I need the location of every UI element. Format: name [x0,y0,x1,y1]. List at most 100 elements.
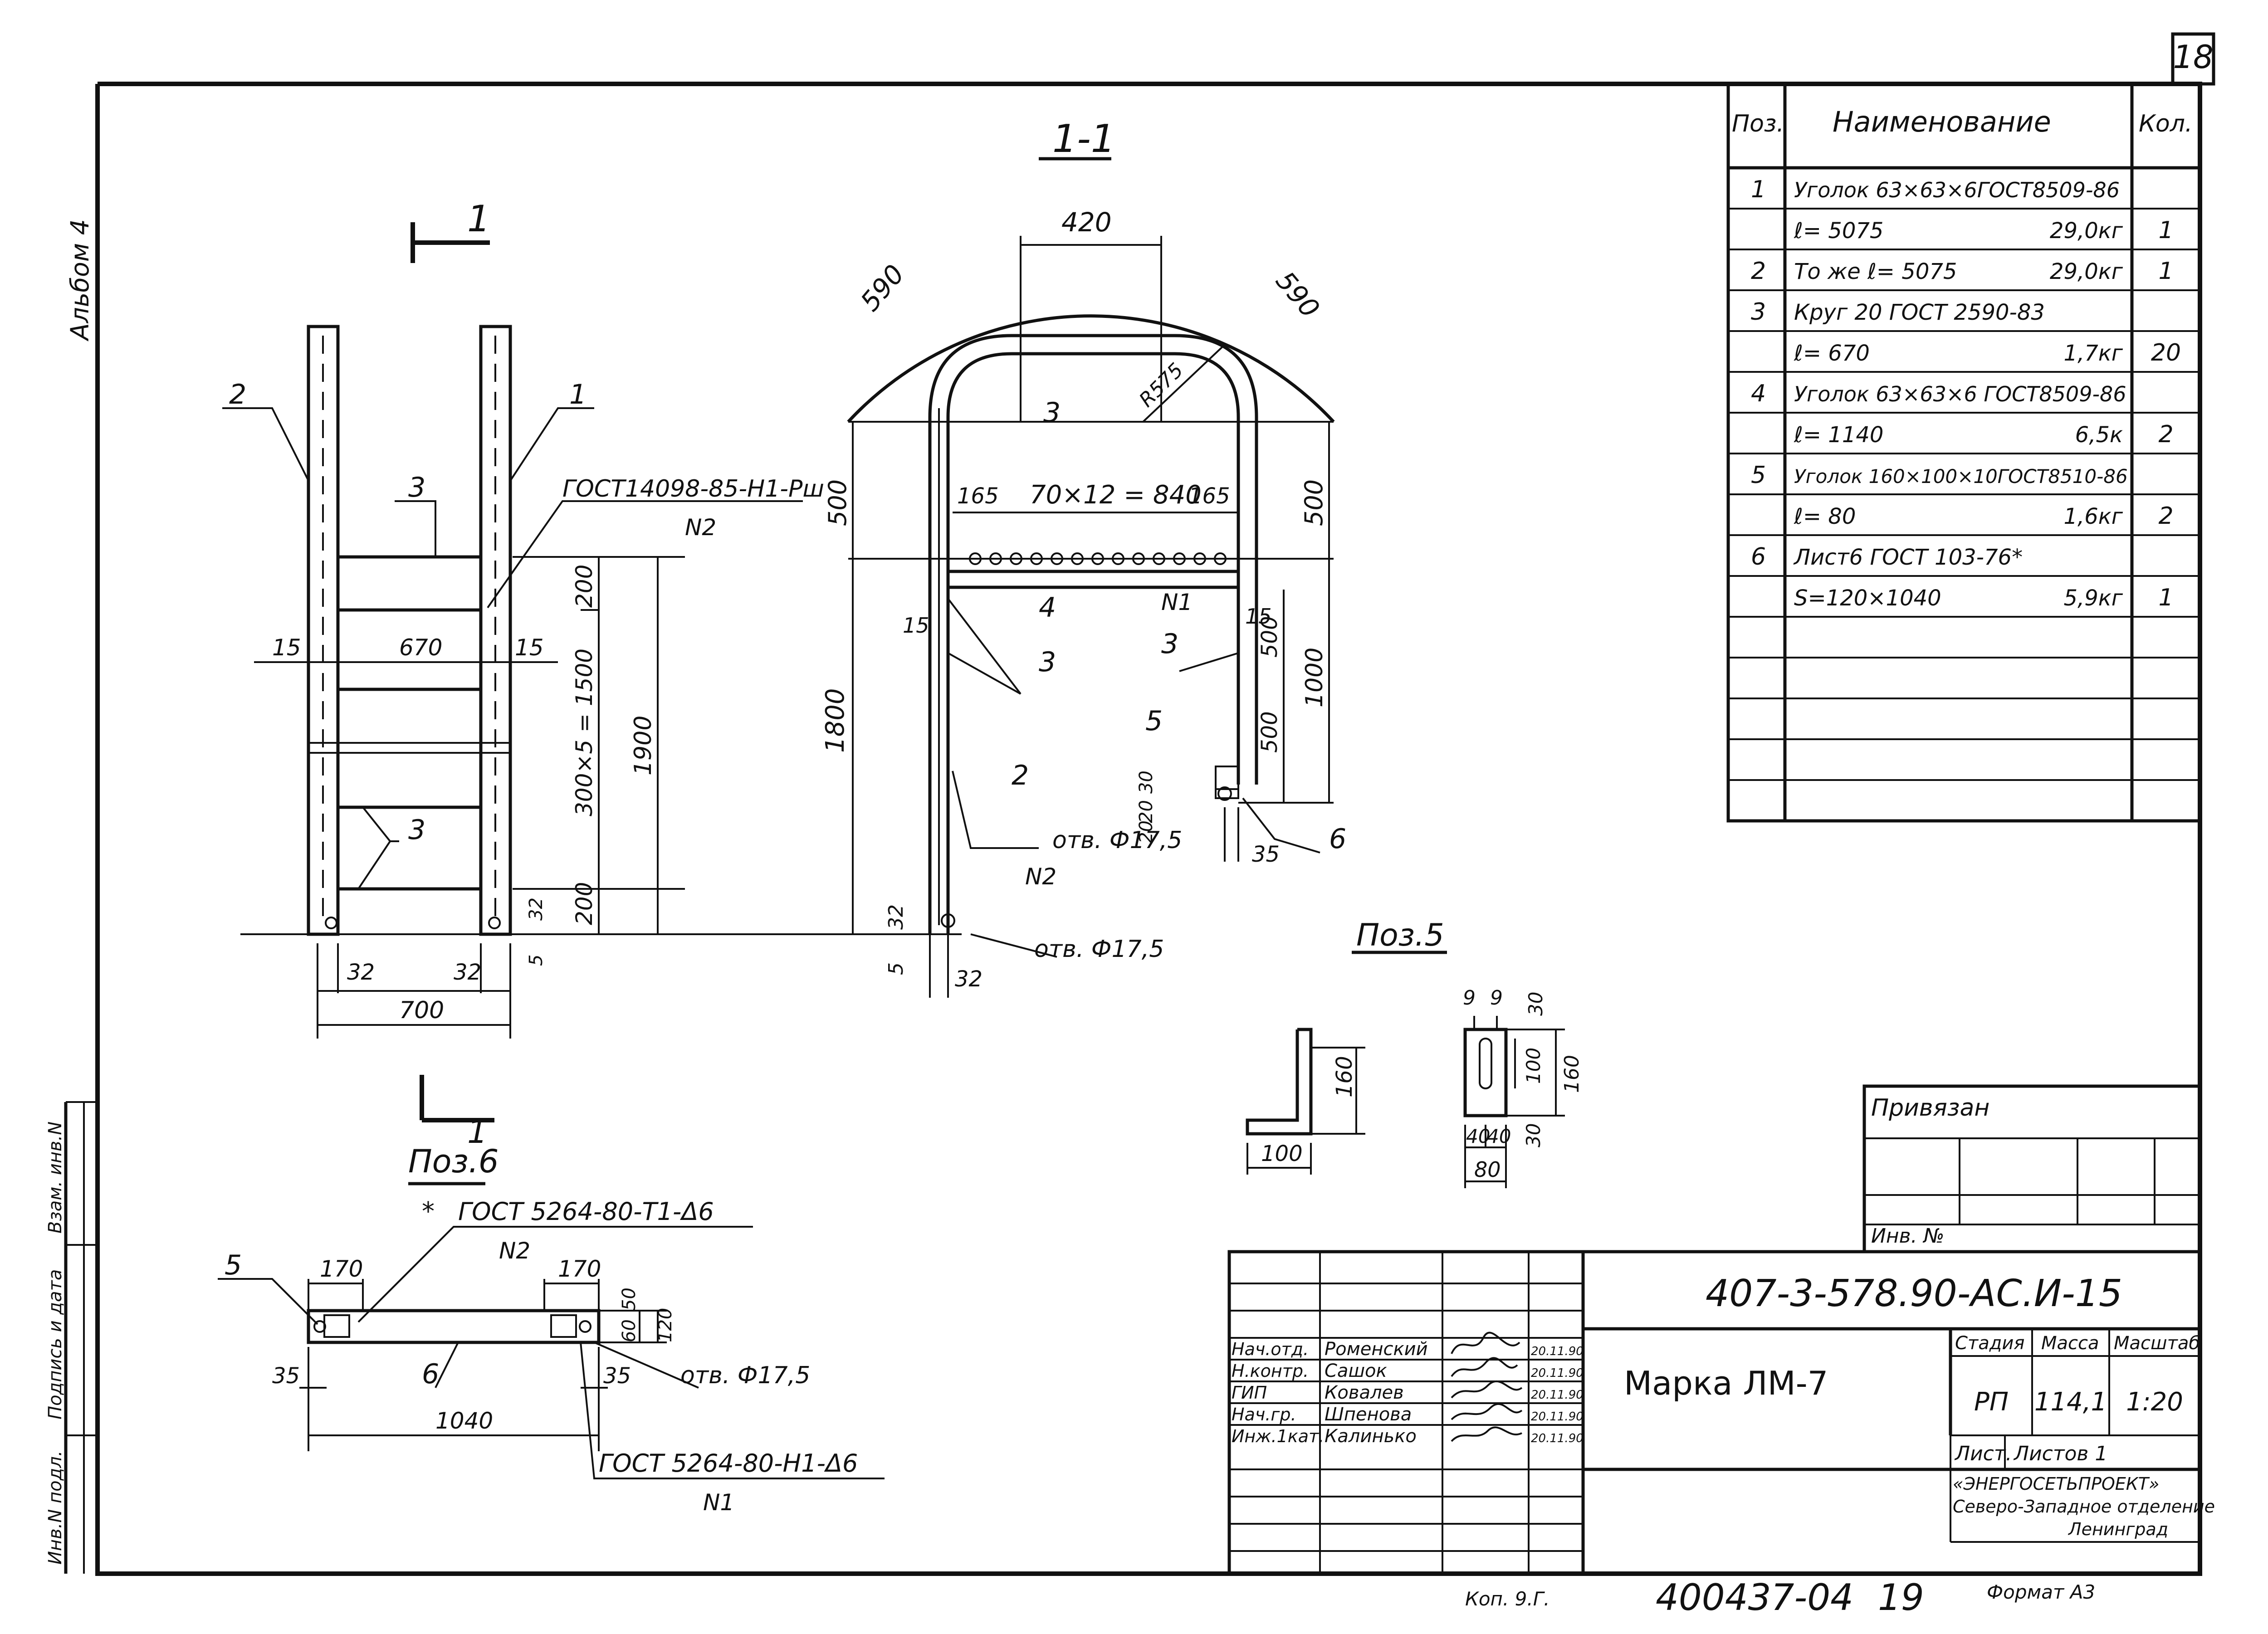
org-name: «ЭНЕРГОСЕТЬПРОЕКТ» [1953,1474,2159,1494]
pos5-dim-9-b: 9 [1490,986,1503,1010]
section-dim-165-left: 165 [957,483,999,509]
pos5-dim-40-a: 40 [1466,1125,1490,1147]
spec-row-name: Уголок 160×100×10ГОСТ8510-86 [1794,465,2128,488]
elevation-cut-mark-top: 1 [467,198,490,240]
signature-image [1451,1357,1518,1377]
pos6-dim-170-left: 170 [320,1256,363,1282]
elevation-pos-2: 2 [229,379,246,410]
elevation-dim-200-top: 200 [571,565,597,608]
org-city: Ленинград [2068,1519,2168,1539]
signer-date: 20.11.90 [1531,1410,1584,1424]
pos5-dim-100: 100 [1522,1048,1545,1084]
stage-label: Стадия [1955,1333,2024,1354]
spec-row-name: Уголок 63×63×6 ГОСТ8509-86 [1794,382,2126,406]
pos6-hole: отв. Ф17,5 [680,1362,810,1389]
signer-name: Шпенова [1325,1404,1412,1425]
spec-row-qty: 2 [2158,502,2173,530]
elevation-dim-32: 32 [526,897,547,921]
spec-row-pos: 4 [1751,380,1766,407]
section-pos-3-right: 3 [1161,628,1178,660]
section-dim-420: 420 [1061,207,1112,238]
margin-field-vzam-inv: Взам. инв.N [45,1122,66,1234]
elevation-cut-mark-bottom: 1 [467,1113,488,1151]
signature-image [1451,1380,1523,1399]
spec-header-name: Наименование [1833,105,2051,138]
album-label: Альбом 4 [65,219,94,341]
section-hole-1: отв. Ф17,5 [1052,827,1182,854]
spec-row-mass: 6,5к [2075,422,2123,448]
signer-date: 20.11.90 [1531,1366,1584,1380]
section-dim-1800: 1800 [821,688,850,753]
spec-row-qty: 2 [2158,421,2173,448]
section-dim-500-right: 500 [1300,479,1328,526]
section-dim-1000: 1000 [1301,648,1328,707]
spec-row-name: ℓ= 1140 [1794,422,1883,448]
signer-date: 20.11.90 [1531,1388,1584,1402]
sheet-format: Формат А3 [1987,1581,2095,1603]
signer-role: Н.контр. [1232,1361,1309,1381]
signer-date: 20.11.90 [1531,1432,1584,1445]
signer-name: Сашок [1325,1361,1387,1381]
section-dim-15-left: 15 [903,613,929,638]
elevation-dim-32-right: 32 [454,960,481,985]
spec-row-qty: 1 [2158,584,2173,611]
spec-row-name: Круг 20 ГОСТ 2590-83 [1794,300,2045,325]
section-1-1-view [847,157,1335,998]
spec-header-qty: Кол. [2139,110,2193,137]
pos6-pos-6: 6 [422,1358,439,1390]
pos5-dim-160: 160 [1560,1055,1584,1093]
signer-name: Калинько [1325,1426,1417,1447]
pos6-pos-5: 5 [225,1249,242,1281]
pos6-dim-50: 50 [619,1288,640,1311]
drawing-title: Марка ЛМ-7 [1624,1364,1828,1402]
section-dim-20-a: 20 [1136,800,1157,823]
stage-value: РП [1974,1387,2009,1417]
spec-row-pos: 6 [1751,543,1766,571]
section-dim-rung-spacing: 70×12 = 840 [1030,480,1202,510]
elevation-dim-700: 700 [399,997,444,1024]
signature-image [1451,1332,1520,1354]
pos5-dim-9-a: 9 [1463,986,1476,1010]
spec-row-pos: 3 [1751,298,1766,326]
elevation-dim-15-right: 15 [515,634,544,661]
section-title: 1-1 [1052,117,1115,161]
pos6-gost-top: ГОСТ 5264-80-Т1-Δ6 [458,1197,714,1226]
spec-row-mass: 29,0кг [2050,218,2123,244]
section-dim-165-right: 165 [1188,483,1230,509]
pos6-dim-35-left: 35 [272,1363,300,1389]
spec-row-qty: 1 [2158,258,2173,285]
pos5-dim-160-side: 160 [1332,1056,1357,1097]
mass-value: 114,1 [2034,1387,2107,1417]
pos6-dim-120: 120 [655,1308,676,1342]
spec-header-pos: Поз. [1732,110,1784,137]
elevation-dim-rungs: 300×5 = 1500 [571,649,597,816]
section-dim-32-top: 32 [885,904,908,930]
elevation-pos-3-bottom: 3 [408,814,425,846]
spec-row-name: S=120×1040 [1794,585,1941,611]
spec-row-pos: 5 [1751,462,1766,489]
copied-by: Коп. 9.Г. [1465,1588,1550,1610]
signer-role: Нач.гр. [1232,1405,1296,1424]
scale-label: Масштаб [2114,1333,2200,1354]
spec-row-mass: 1,6кг [2063,504,2123,529]
document-code: 407-3-578.90-АС.И-15 [1706,1272,2122,1315]
signer-name: Роменский [1325,1339,1428,1360]
section-dim-20-b: 20 [1136,820,1157,844]
section-weld-n2: N2 [1025,863,1056,890]
spec-row-name: ℓ= 5075 [1794,218,1883,244]
spec-rows: 1 Уголок 63×63×6ГОСТ8509-86 ℓ= 5075 29,0… [1751,176,2181,611]
section-pos-6: 6 [1329,823,1346,855]
scale-value: 1:20 [2126,1387,2183,1417]
elevation-dim-5: 5 [526,955,547,966]
elevation-weld-n2: N2 [685,514,716,541]
section-pos-2: 2 [1012,760,1029,791]
elevation-view [222,222,862,1122]
spec-row-pos: 2 [1751,258,1766,285]
org-branch: Северо-Западное отделение [1953,1497,2215,1517]
section-hole-2: отв. Ф17,5 [1034,936,1164,963]
page-number: 19 [1878,1576,1924,1619]
section-dim-590-left: 590 [855,259,910,317]
section-dim-590-right: 590 [1270,265,1325,324]
spec-row-mass: 1,7кг [2063,341,2123,366]
